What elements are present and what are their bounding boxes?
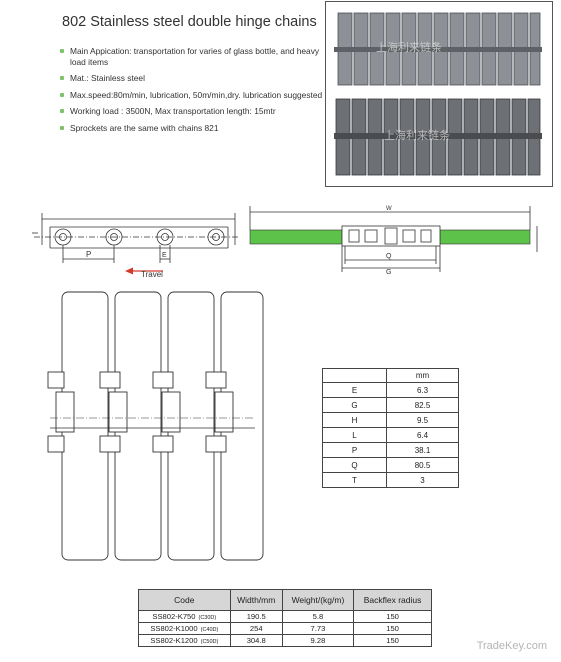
bullet-icon: [60, 109, 64, 113]
dims-header-unit: mm: [386, 368, 459, 383]
photo-watermark: 上海利来链条: [384, 128, 450, 142]
green-plate-right: [439, 229, 531, 245]
spec-table: Code Width/mm Weight/(kg/m) Backflex rad…: [138, 589, 432, 647]
spec-header-radius: Backflex radius: [353, 589, 432, 611]
feature-item: Main Appication: transportation for vari…: [60, 46, 325, 67]
dims-header-empty: [322, 368, 387, 383]
top-view-drawing: [47, 291, 264, 561]
feature-item: Working load : 3500N, Max transportation…: [60, 106, 325, 117]
dim-label-w: W: [386, 206, 392, 212]
side-view-drawing: P E: [32, 213, 240, 263]
bullet-icon: [60, 76, 64, 80]
table-row: SS802-K1200(C50D) 304.8 9.28 150: [138, 634, 432, 647]
spec-code-sub: (C50D): [200, 639, 219, 645]
bullet-icon: [60, 125, 64, 130]
spec-header-code: Code: [138, 589, 231, 611]
bullet-icon: [60, 49, 64, 53]
spec-header-weight: Weight/(kg/m): [281, 589, 355, 611]
dim-label-p: P: [86, 250, 91, 259]
spec-code-sub: (C40D): [200, 627, 219, 633]
bullet-icon: [60, 92, 64, 97]
dim-label-e: E: [162, 252, 167, 259]
spec-code: SS802-K1200: [150, 636, 198, 645]
page-title: 802 Stainless steel double hinge chains: [62, 14, 317, 30]
feature-item: Mat.: Stainless steel: [60, 73, 325, 84]
product-photo-frame: 上海利来链条 上海利来链条: [325, 1, 553, 187]
table-row: SS802-K1000(C40D) 254 7.73 150: [138, 622, 432, 635]
chain-photo-bottom: 上海利来链条: [332, 95, 544, 179]
feature-list: Main Appication: transportation for vari…: [60, 46, 325, 139]
travel-arrow-icon: [125, 267, 163, 275]
photo-watermark: 上海利来链条: [376, 40, 442, 54]
spec-code: SS802-K750: [152, 612, 196, 621]
front-view-drawing: W Q G: [249, 206, 538, 275]
feature-item: Sprockets are the same with chains 821: [60, 123, 325, 134]
tradekey-watermark: TradeKey.com: [476, 640, 547, 652]
travel-label: Travel: [141, 270, 163, 279]
feature-item: Max.speed:80m/min, lubrication, 50m/min,…: [60, 90, 325, 101]
table-row: SS802-K750(C30D) 190.5 5.8 150: [138, 610, 432, 623]
dim-label-q: Q: [386, 253, 392, 260]
spec-header-width: Width/mm: [229, 589, 283, 611]
green-plate-left: [249, 229, 343, 245]
spec-code-sub: (C30D): [198, 615, 217, 621]
spec-code: SS802-K1000: [150, 624, 198, 633]
dim-label-g: G: [386, 269, 391, 275]
chain-photo-top: 上海利来链条: [332, 7, 544, 91]
